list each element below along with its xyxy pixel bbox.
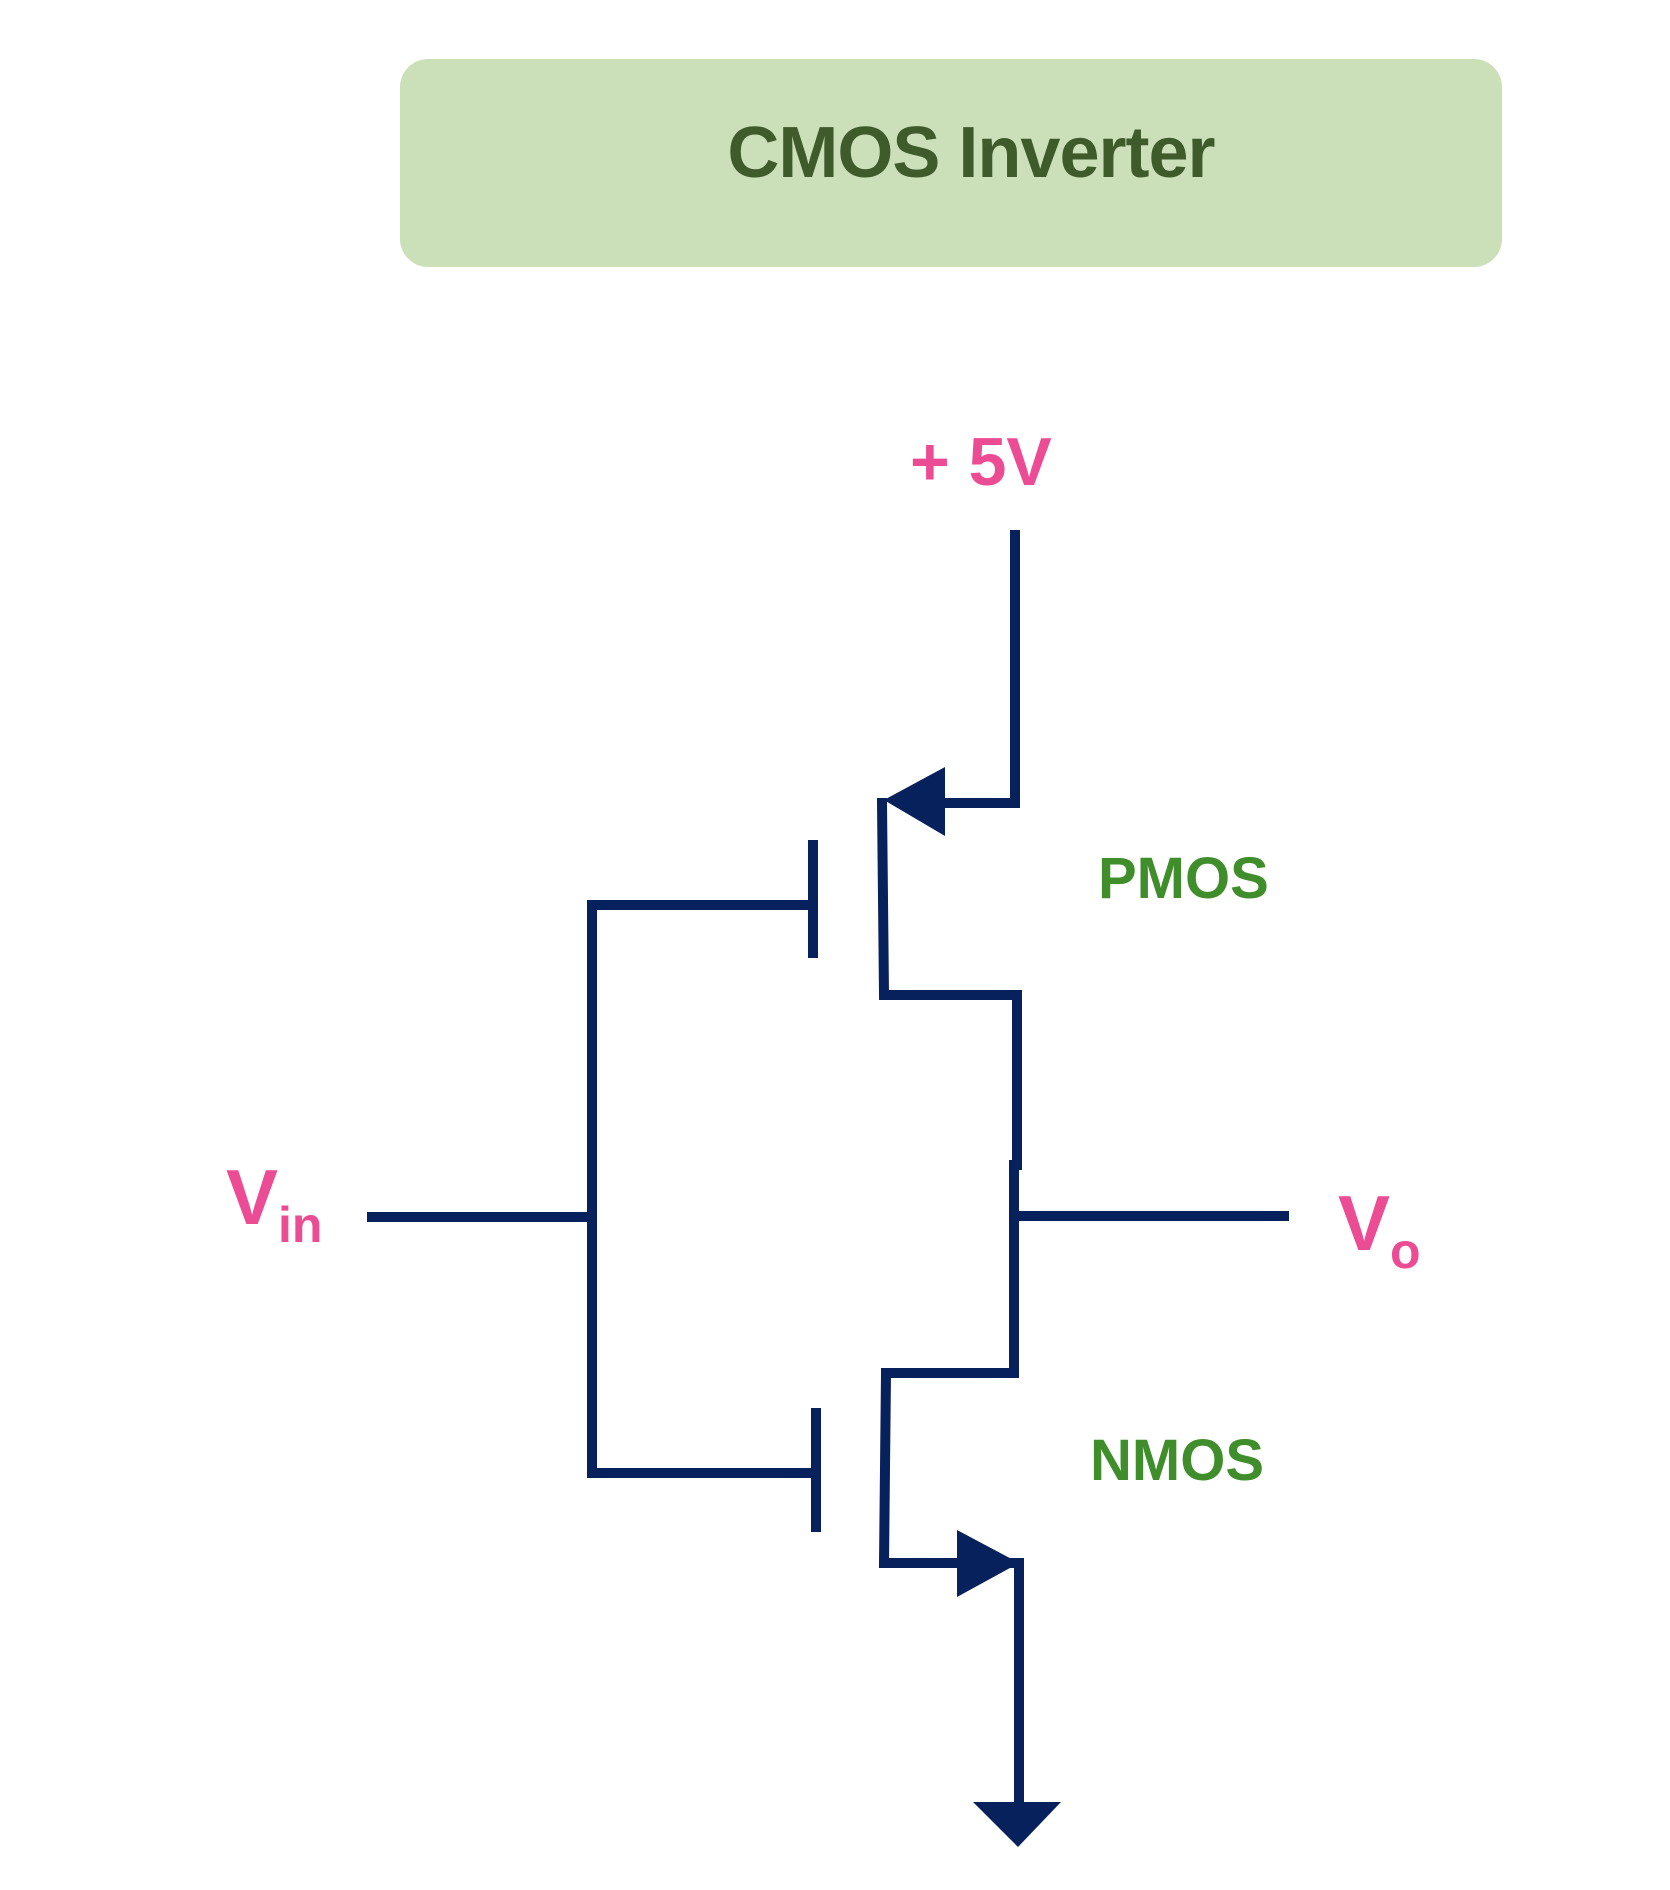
pmos-channel [876,797,1022,1170]
nmos-label: NMOS [1090,1428,1264,1493]
input-bus [587,900,818,1478]
pmos-arrow-icon [884,767,945,836]
vin-label-main: V [226,1153,279,1241]
vo-label-subscript: o [1390,1223,1421,1279]
output-node-wire [881,1160,1019,1378]
title-banner: CMOS Inverter [400,59,1502,267]
supply-voltage-label: + 5V [910,424,1052,500]
pmos-label: PMOS [1098,846,1269,911]
nmos-channel [878,1367,965,1568]
ground-wire [1007,1558,1024,1810]
diagram-title: CMOS Inverter [727,113,1215,193]
vo-label-main: V [1338,1179,1391,1267]
ground-icon [973,1802,1061,1847]
vin-label-subscript: in [278,1197,323,1253]
vo-label: Vo [1338,1184,1421,1276]
vin-label: Vin [226,1158,322,1250]
nmos-arrow-icon [957,1530,1019,1597]
